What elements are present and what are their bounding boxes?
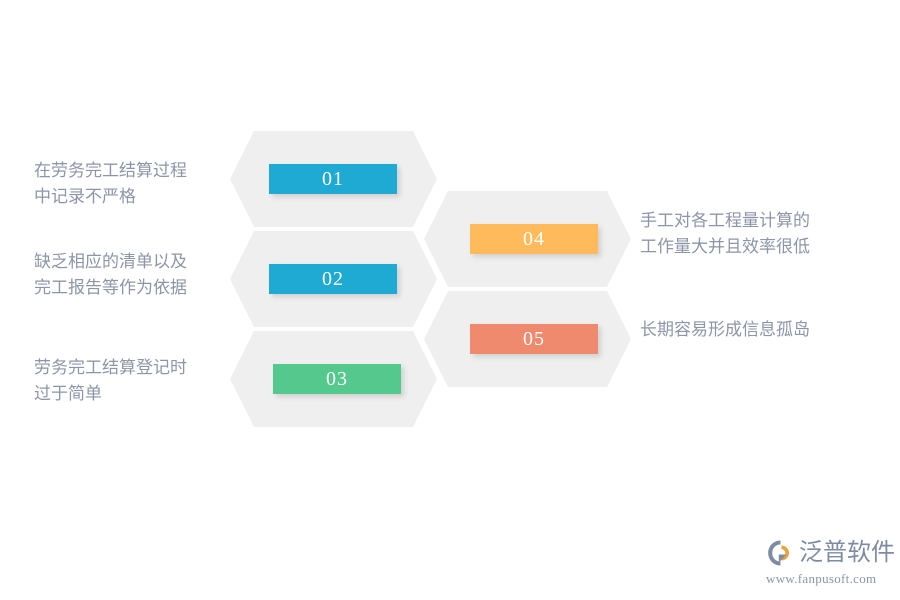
number-label-01: 01 [322,168,344,190]
hexagon-item-02[interactable]: 02 [230,231,437,327]
number-label-05: 05 [523,328,545,350]
caption-03: 劳务完工结算登记时 过于简单 [34,358,187,404]
number-bar-02: 02 [269,264,397,294]
hexagon-item-03[interactable]: 03 [230,331,437,427]
hexagon-item-04[interactable]: 04 [424,191,631,287]
logo-row: 泛普软件 [766,536,895,570]
hexagon-item-01[interactable]: 01 [230,131,437,227]
number-bar-01: 01 [269,164,397,194]
company-logo: 泛普软件 www.fanpusoft.com [766,536,895,590]
number-label-03: 03 [326,368,348,390]
number-label-04: 04 [523,228,545,250]
number-bar-05: 05 [470,324,598,354]
logo-wordmark: 泛普软件 [799,540,895,566]
fanpu-logo-icon [768,540,789,566]
caption-01: 在劳务完工结算过程 中记录不严格 [34,161,187,207]
logo-url: www.fanpusoft.com [766,571,877,586]
caption-05: 长期容易形成信息孤岛 [640,320,810,339]
number-bar-03: 03 [273,364,401,394]
number-label-02: 02 [322,268,344,290]
hexagon-item-05[interactable]: 05 [424,291,631,387]
caption-04: 手工对各工程量计算的 工作量大并且效率很低 [640,211,810,257]
number-bar-04: 04 [470,224,598,254]
caption-02: 缺乏相应的清单以及 完工报告等作为依据 [34,252,187,298]
